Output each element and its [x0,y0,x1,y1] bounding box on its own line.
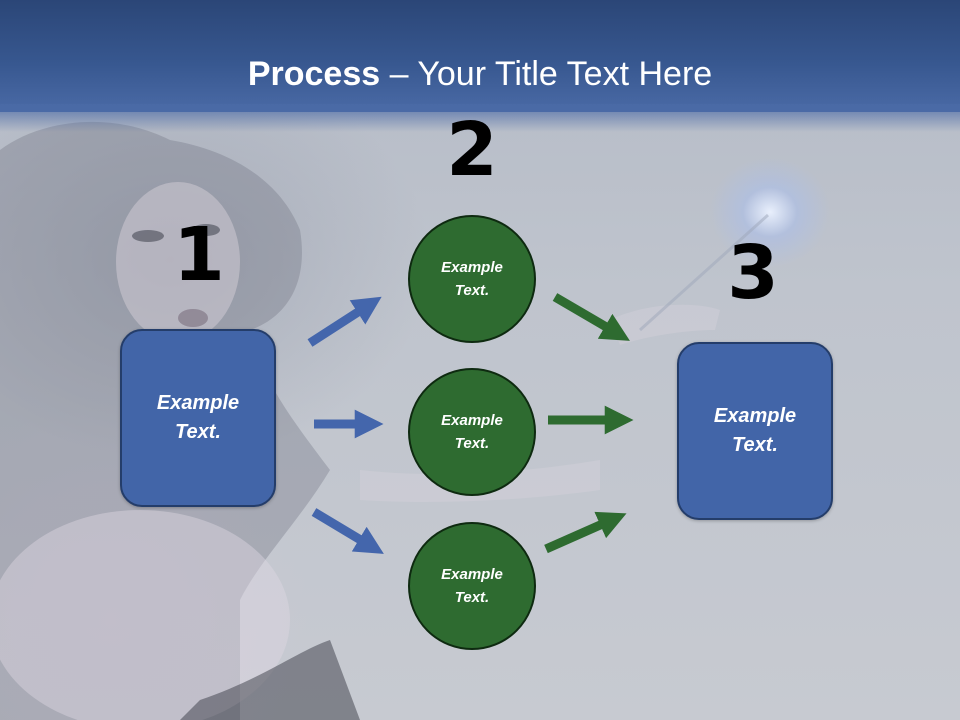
process-circle-bottom: Example Text. [408,522,536,650]
circle-top-label: Example Text. [441,259,503,299]
arrow-top-to-right [552,293,630,341]
step-number-3: 3 [727,230,779,316]
arrow-left-to-bottom [311,508,384,554]
title-banner [0,0,960,112]
process-circle-middle: Example Text. [408,368,536,496]
arrow-left-to-top [307,296,382,347]
left-box-label: Example Text. [156,392,240,443]
left-process-box: Example Text. [120,329,276,507]
right-process-box: Example Text. [677,342,833,520]
step-number-2: 2 [446,107,498,193]
circle-middle-label: Example Text. [441,412,503,452]
slide-title: Process – Your Title Text Here [0,52,960,96]
right-box-label: Example Text. [713,405,797,456]
process-circle-top: Example Text. [408,215,536,343]
arrow-bottom-to-right [544,511,627,554]
circle-bottom-label: Example Text. [441,566,503,606]
slide-title-bold: Process [247,55,381,93]
step-number-1: 1 [173,212,225,298]
slide-title-rest: – Your Title Text Here [380,55,713,93]
title-banner-fade [0,104,960,132]
